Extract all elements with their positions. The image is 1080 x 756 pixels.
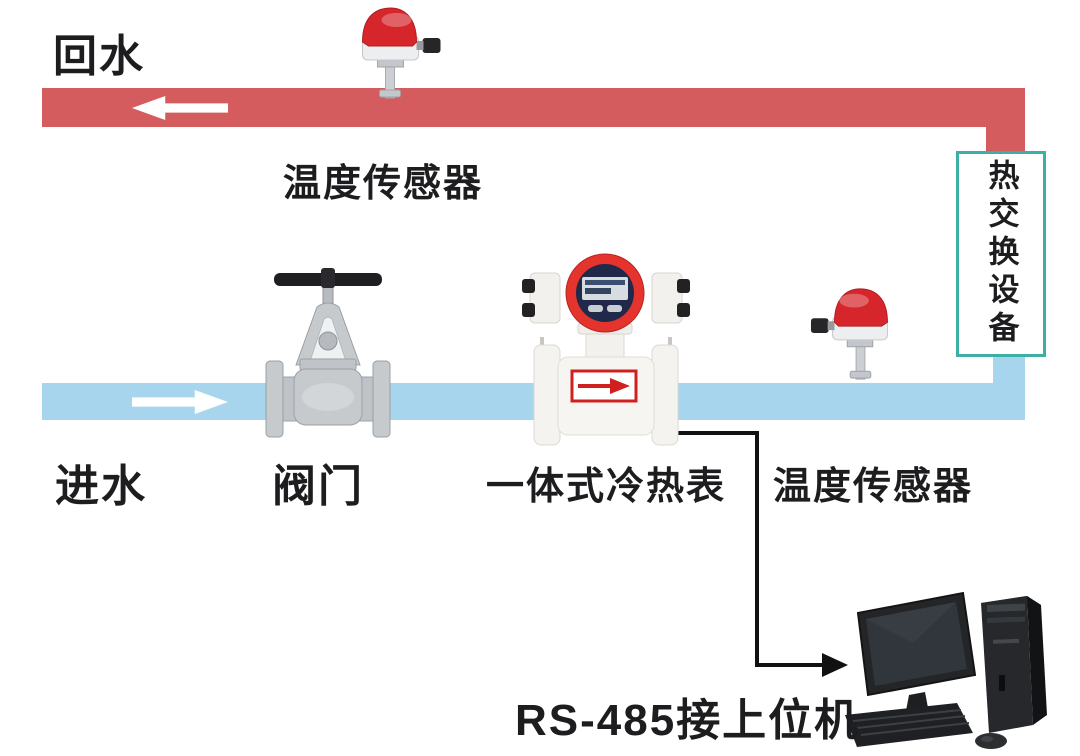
valve-label: 阀门 (272, 462, 364, 511)
heat-exchanger-label: 热交换设备 (983, 159, 1019, 349)
valve-icon (265, 268, 391, 438)
rs485-host-label: RS-485接上位机 (515, 696, 861, 745)
supply-water-label: 进水 (55, 462, 147, 511)
computer-icon (845, 591, 1047, 749)
return-pipe-vertical (986, 88, 1025, 155)
temp-sensor-return-label: 温度传感器 (283, 163, 484, 205)
flow-meter-icon (522, 253, 690, 446)
heat-exchanger-box: 热交换设备 (956, 151, 1046, 357)
integrated-meter-label: 一体式冷热表 (486, 466, 727, 508)
return-water-label: 回水 (53, 32, 145, 81)
temp-sensor-supply-label: 温度传感器 (773, 466, 974, 508)
temperature-sensor-return-icon (361, 7, 441, 99)
temperature-sensor-supply-icon (810, 288, 888, 380)
flow-arrow-left-icon (132, 96, 228, 120)
flow-arrow-right-icon (132, 390, 228, 414)
